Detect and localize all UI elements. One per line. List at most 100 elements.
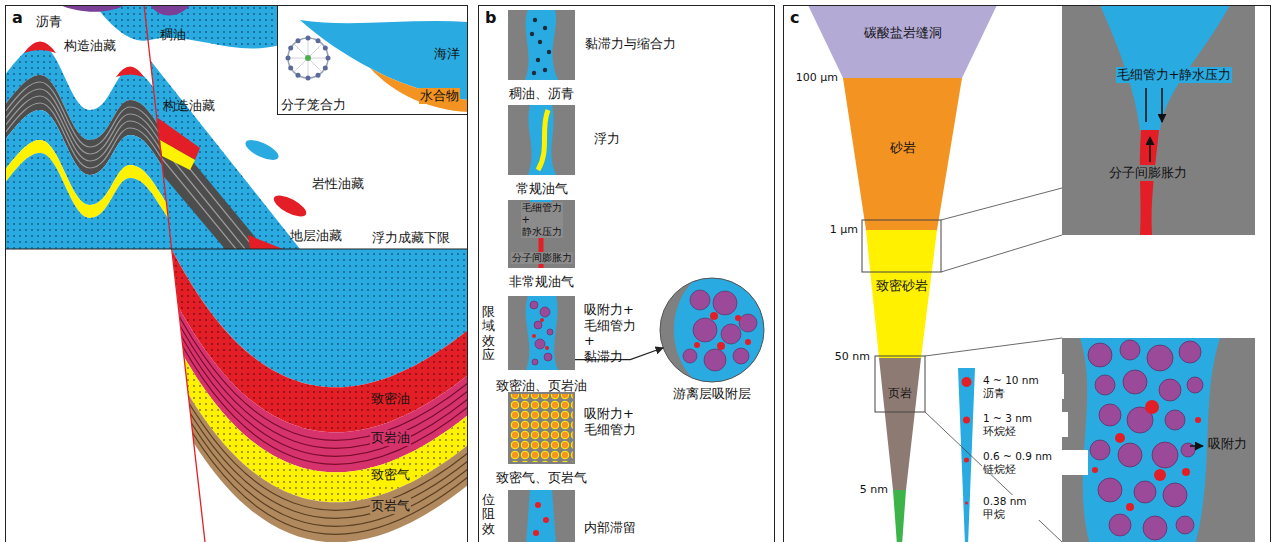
molecule-cage [286, 56, 291, 61]
micro-tight-oil [540, 307, 550, 317]
fold-strata [5, 153, 180, 249]
figure-label: 50 nm [835, 350, 870, 363]
zoom-bottom-art [1145, 400, 1159, 414]
pore-zoom-circle [660, 278, 764, 382]
micro-tight-oil [535, 339, 545, 349]
lithologic-reservoir [243, 136, 309, 221]
pore-zoom-circle [683, 349, 697, 363]
micro-heavy-oil [533, 18, 537, 22]
buoyancy-limit-line [5, 249, 468, 250]
buoyancy-limit-line [5, 249, 468, 250]
molecule-cage [296, 73, 301, 78]
molecule-cage [306, 36, 311, 41]
inset-art [277, 5, 468, 115]
pore-zoom-circle [710, 312, 718, 320]
micro-tight-oil [540, 318, 544, 322]
node-text: 黏滞力与缩合力 [585, 36, 676, 52]
micro-image: 吸附力+ 毛细管力致密气、页岩气 [508, 392, 575, 464]
pore-band: 致密砂岩 [866, 230, 937, 358]
zoom-top-art [1140, 130, 1159, 235]
pore-funnel [879, 358, 921, 490]
zoom-bottom-art [1088, 340, 1203, 540]
node-text: 常规油气 [516, 181, 568, 197]
lithologic-reservoir [271, 191, 309, 220]
zoom-bottom-art [1095, 375, 1115, 395]
zoom-bottom-art [1159, 379, 1181, 401]
pore-zoom-circle [721, 324, 741, 344]
micro-tight-oil [544, 353, 552, 361]
figure-label: 构造油藏 [163, 98, 215, 114]
basin-strata [172, 373, 468, 534]
micro-steric [543, 517, 549, 523]
figure-label: 稠油 [160, 27, 186, 43]
node-text: 致密气、页岩气 [496, 470, 587, 486]
pore-zoom-circle [733, 348, 749, 364]
panel-frame: 海洋水合物分子笼合力a [5, 5, 468, 542]
zoom-bottom-art [1098, 478, 1122, 502]
figure-label: 1 μm [830, 223, 858, 236]
micro-tight-oil [526, 296, 558, 370]
pore-funnel [843, 78, 962, 230]
node-text: 毛细管力+ 静水压力 [521, 202, 563, 238]
zoom-bottom-art [1088, 343, 1112, 367]
dipping-strata [150, 110, 265, 249]
pore-band: 砂岩 [843, 78, 962, 230]
micro-tight-oil [508, 296, 575, 370]
zoom-bottom-art [1190, 445, 1203, 447]
node-text: 游离层吸附层 [673, 386, 751, 402]
micro-unconventional [508, 200, 575, 268]
zoom-bottom-art [1152, 442, 1178, 468]
zoom-bottom-art [1118, 443, 1142, 467]
fault-line [144, 5, 205, 542]
zoom-frame [875, 356, 925, 412]
zoom-frame [862, 220, 941, 272]
pore-zoom-circle [713, 291, 737, 315]
molecule-cage [296, 38, 301, 43]
micro-conventional [508, 105, 575, 175]
micro-heavy-oil [508, 10, 575, 80]
micro-tight-gas [510, 394, 573, 462]
figure-label: 100 μm [796, 71, 838, 84]
pore-zoom-circle [735, 315, 741, 321]
basin-strata [172, 365, 468, 542]
zoom-bottom-art [1092, 400, 1201, 511]
node-text: 吸附力+ 毛细管力+ 黏滞力 [584, 302, 636, 364]
node-text: 吸附力+ 毛细管力 [584, 406, 636, 437]
micro-conventional [508, 105, 575, 175]
molecule-cage [316, 38, 321, 43]
figure-label: 位阻效 [482, 493, 495, 536]
micro-steric [535, 502, 541, 508]
molecule-cone [958, 368, 975, 542]
micro-conventional [528, 105, 556, 175]
dipping-strata [248, 235, 283, 249]
node-text: 水合物 [419, 88, 460, 104]
micro-steric [533, 530, 539, 536]
figure-label: 浮力成藏下限 [372, 230, 450, 246]
fold-strata [5, 153, 180, 249]
molecule-cage [288, 66, 293, 71]
micro-tight-oil [508, 296, 575, 370]
molecule-cage [323, 66, 328, 71]
zoom-frame [862, 188, 1062, 542]
micro-tight-oil [545, 346, 549, 350]
zoom-bottom-art [1163, 483, 1187, 507]
pore-zoom-circle [674, 268, 774, 392]
micro-unconventional [508, 200, 575, 268]
inset-box: 海洋水合物分子笼合力 [277, 5, 468, 115]
micro-heavy-oil [543, 68, 547, 72]
molecule-cone [958, 368, 975, 542]
micro-heavy-oil [525, 10, 558, 80]
surface-layer [60, 5, 125, 12]
micro-conventional [538, 110, 548, 170]
zoom-bottom-art [1165, 410, 1185, 430]
node-text: 吸附力 [1208, 436, 1247, 452]
micro-heavy-oil [536, 58, 540, 62]
molecule-cone [964, 458, 969, 463]
panel-frame: 黏滞力与缩合力稠油、沥青浮力常规油气毛细管力+ 静水压力分子间膨胀力非常规油气吸… [478, 5, 775, 542]
micro-heavy-oil [543, 26, 547, 30]
pore-band: 页岩 [879, 358, 921, 490]
micro-heavy-oil [532, 71, 536, 75]
molecule-cage [306, 76, 311, 81]
micro-heavy-oil [508, 10, 575, 80]
zoom-bottom-art [1195, 417, 1201, 423]
